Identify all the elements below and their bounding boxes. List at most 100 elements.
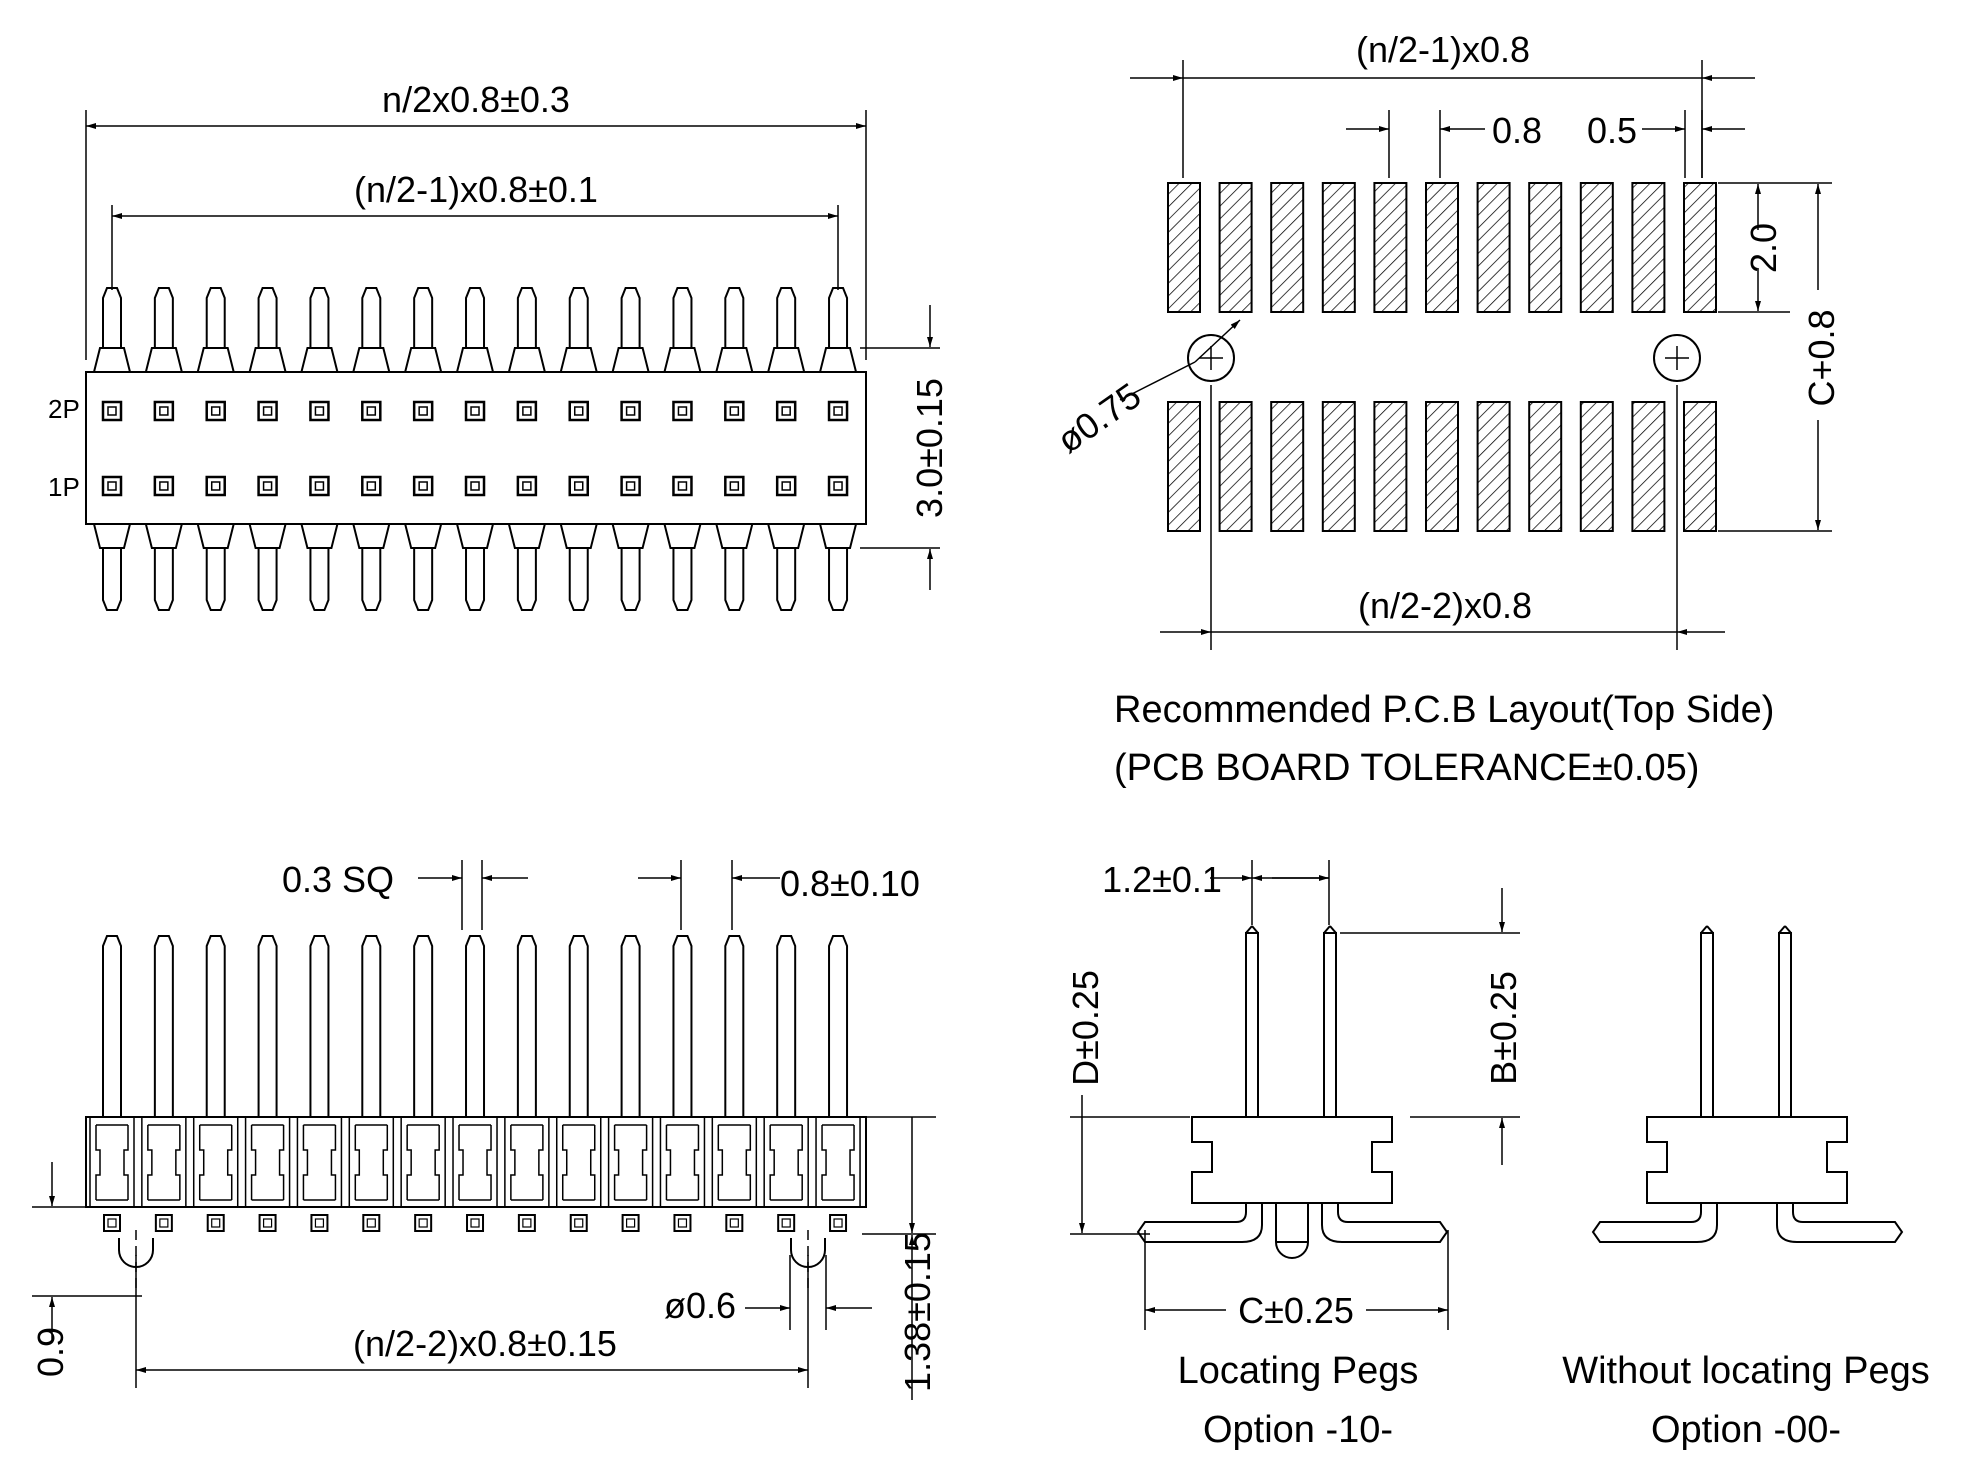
side-view-with-pegs: 1.2±0.1 D±0.25 B±0.25 C±0.25 Locating Pe… xyxy=(1065,859,1524,1451)
front-pin xyxy=(102,935,122,1117)
pcb-pads xyxy=(1167,182,1717,532)
top-contact-1p xyxy=(620,475,641,497)
front-pin-tail-inner xyxy=(418,1218,428,1228)
top-contact-2p-inner xyxy=(418,406,428,416)
front-pin xyxy=(620,935,641,1117)
top-contact-2p-inner xyxy=(573,406,584,416)
pcb-pad-lower xyxy=(1321,401,1356,532)
top-contact-1p xyxy=(412,475,434,497)
top-contact-2p xyxy=(464,400,486,422)
pcb-pad-lower xyxy=(1528,401,1563,532)
side-pegs-caption-line2: Option -10- xyxy=(1203,1409,1393,1451)
top-contact-1p-inner xyxy=(522,481,532,491)
front-pin xyxy=(724,935,745,1117)
top-contact-2p xyxy=(205,400,226,422)
top-pin-lower xyxy=(568,548,589,611)
top-contact-1p-inner xyxy=(677,481,688,491)
front-pin-tail xyxy=(310,1214,329,1232)
front-pin xyxy=(205,935,226,1117)
top-pin-upper xyxy=(257,287,278,348)
top-view-pins xyxy=(85,287,867,611)
pcb-pad-lower xyxy=(1425,401,1459,532)
side-view-with-pegs-outline xyxy=(1136,925,1449,1259)
front-housing-cell xyxy=(815,1117,861,1207)
side-pin-length-b: B±0.25 xyxy=(1483,971,1524,1085)
top-contact-1p-inner xyxy=(210,481,221,491)
front-housing-cell xyxy=(452,1117,498,1207)
top-contact-1p-inner xyxy=(470,481,480,491)
front-pin-tail-inner xyxy=(574,1218,584,1228)
top-pin-upper xyxy=(102,287,122,348)
top-view-overall-width: n/2x0.8±0.3 xyxy=(382,79,570,120)
top-contact-2p-inner xyxy=(107,406,117,416)
top-contact-1p xyxy=(257,475,278,497)
top-body-lower-teeth xyxy=(86,523,866,549)
front-pin xyxy=(465,935,486,1117)
pcb-dimension-lines xyxy=(1119,60,1832,650)
top-pin-lower xyxy=(672,548,693,611)
pcb-pad-upper xyxy=(1373,182,1408,313)
front-pin-tail xyxy=(154,1214,173,1232)
side-pin-length-d: D±0.25 xyxy=(1065,970,1106,1086)
front-pin-tail-inner xyxy=(781,1218,791,1228)
pcb-pad-lower xyxy=(1270,401,1305,532)
pcb-pad-span: (n/2-1)x0.8 xyxy=(1356,29,1530,70)
top-contact-2p xyxy=(775,400,797,422)
top-contact-2p xyxy=(412,400,434,422)
top-pin-lower xyxy=(828,548,849,611)
pcb-pad-length: 2.0 xyxy=(1743,223,1784,273)
top-pin-lower xyxy=(153,548,174,611)
front-pin-tail-inner xyxy=(262,1218,273,1228)
top-contact-1p xyxy=(775,475,797,497)
front-pin xyxy=(413,935,434,1117)
front-pin-tail xyxy=(362,1214,381,1232)
top-pin-upper xyxy=(361,287,382,348)
top-contact-2p-inner xyxy=(366,406,377,416)
top-contact-2p xyxy=(620,400,641,422)
top-contact-2p xyxy=(672,400,693,422)
front-pin-tail xyxy=(206,1214,225,1232)
front-housing-cell xyxy=(244,1117,291,1207)
front-locating-peg-left xyxy=(118,1230,154,1290)
top-contact-1p-inner xyxy=(573,481,584,491)
top-contact-2p xyxy=(101,400,123,422)
front-view-pins xyxy=(85,935,867,1232)
front-pin-tail-inner xyxy=(366,1218,376,1228)
row-label-2p: 2P xyxy=(48,394,80,424)
top-contact-2p-inner xyxy=(470,406,480,416)
top-contact-1p-inner xyxy=(781,481,791,491)
top-contact-2p-inner xyxy=(677,406,688,416)
front-pin xyxy=(776,935,797,1117)
front-pin-tail xyxy=(829,1214,848,1232)
top-pin-lower xyxy=(724,548,745,611)
front-housing-cell xyxy=(89,1117,135,1207)
front-body-height: 1.38±0.15 xyxy=(897,1232,938,1392)
top-contact-1p xyxy=(724,475,745,497)
front-housing-cell xyxy=(400,1117,446,1207)
side-view-dimension-lines xyxy=(1070,860,1520,1330)
side-pegs-caption-line1: Locating Pegs xyxy=(1178,1350,1419,1392)
front-pin-tail xyxy=(466,1214,485,1232)
top-pin-lower xyxy=(620,548,641,611)
pcb-pad-upper xyxy=(1528,182,1563,313)
pcb-layout-view: (n/2-1)x0.8 0.8 0.5 2.0 C+0.8 ø0.75 (n/2… xyxy=(1049,29,1842,789)
pcb-hole-right xyxy=(1653,334,1701,382)
top-view-overall-dimension xyxy=(85,110,940,590)
front-peg-span: (n/2-2)x0.8±0.15 xyxy=(353,1323,617,1364)
top-pin-upper xyxy=(153,287,174,348)
top-pin-lower xyxy=(205,548,226,611)
pcb-pad-pitch: 0.8 xyxy=(1492,110,1542,151)
top-pin-lower xyxy=(361,548,382,611)
top-pin-upper xyxy=(672,287,693,348)
front-pin-tail xyxy=(103,1214,121,1232)
pcb-pad-width: 0.5 xyxy=(1587,110,1637,151)
pcb-hole-left xyxy=(1187,334,1235,382)
top-pin-upper xyxy=(620,287,641,348)
top-pin-upper xyxy=(828,287,849,348)
top-contact-1p-inner xyxy=(314,481,325,491)
top-view-pin-span: (n/2-1)x0.8±0.1 xyxy=(354,169,598,210)
pcb-pad-lower xyxy=(1218,401,1253,532)
front-pin xyxy=(568,935,589,1117)
front-pin xyxy=(361,935,382,1117)
front-body-outline xyxy=(85,1116,867,1208)
